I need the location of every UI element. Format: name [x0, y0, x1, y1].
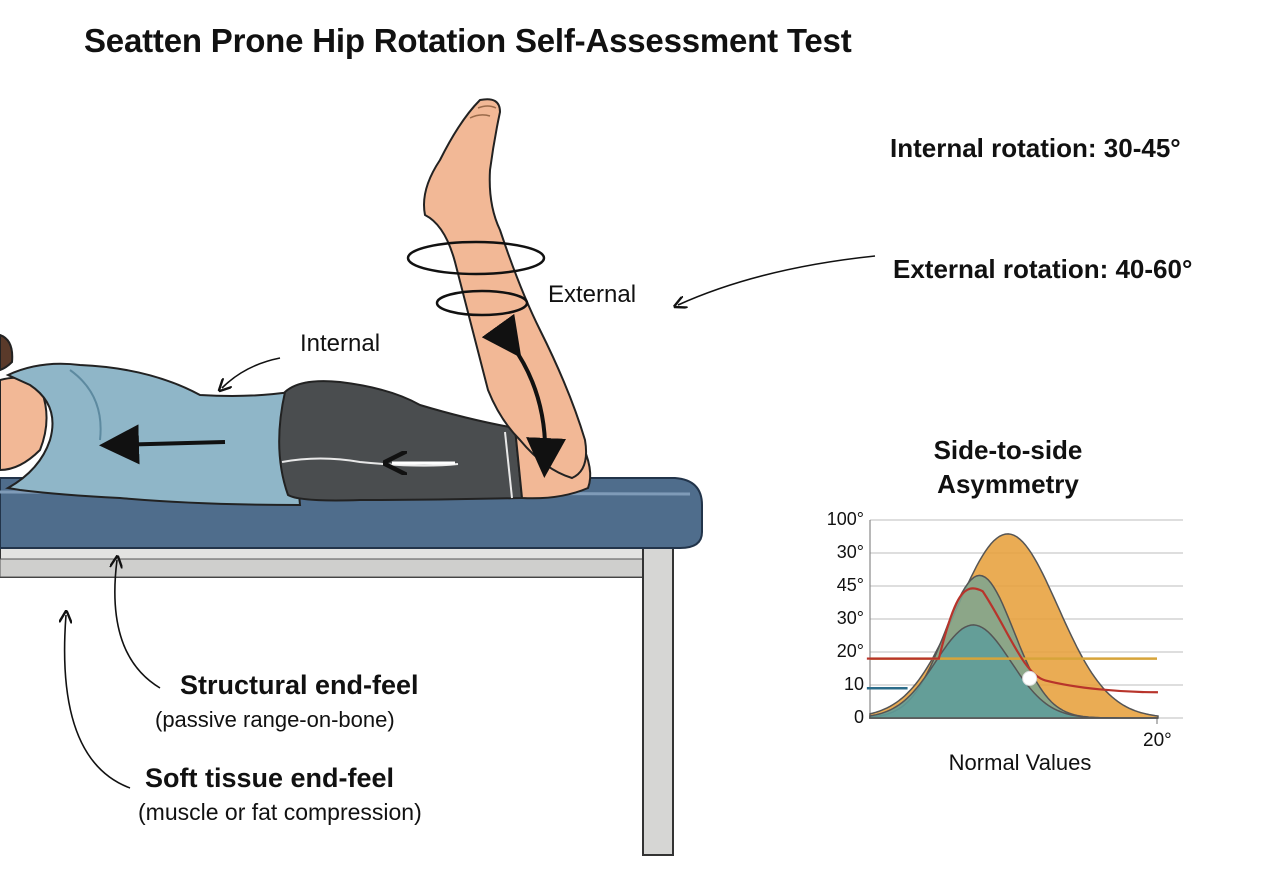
soft-tissue-end-feel-title: Soft tissue end-feel	[145, 763, 395, 793]
structural-end-feel-title: Structural end-feel	[180, 670, 419, 700]
y-tick-label: 30°	[836, 608, 864, 628]
internal-rotation-range: Internal rotation: 30-45°	[890, 133, 1181, 163]
y-tick-label: 45°	[836, 575, 864, 595]
curve-teal	[869, 624, 1158, 719]
internal-label: Internal	[300, 330, 381, 357]
shorts	[278, 380, 524, 502]
external-rotation-range: External rotation: 40-60°	[893, 254, 1193, 284]
table-leg	[642, 544, 674, 856]
motion-arrows	[65, 255, 876, 789]
y-tick-label: 30°	[836, 542, 864, 562]
y-tick-label: 0	[853, 707, 864, 727]
chart-x-label: Normal Values	[948, 750, 1092, 775]
page-title: Seatten Prone Hip Rotation Self-Assessme…	[84, 22, 852, 59]
line-red	[870, 587, 1158, 694]
chart-title: Side-to-side Asymmetry	[933, 435, 1083, 499]
chart-marker	[1022, 670, 1038, 686]
asymmetry-chart	[866, 519, 1183, 724]
structural-end-feel-subtitle: (passive range-on-bone)	[155, 707, 395, 732]
prone-figure	[0, 98, 592, 507]
x-tick-label: 20°	[1143, 730, 1172, 751]
y-tick-label: 20°	[836, 641, 864, 661]
y-tick-label: 100°	[826, 509, 864, 529]
shirt	[5, 362, 302, 507]
y-tick-label: 10	[843, 674, 864, 694]
external-label: External	[548, 281, 637, 308]
soft-tissue-end-feel-subtitle: (muscle or fat compression)	[138, 799, 422, 825]
